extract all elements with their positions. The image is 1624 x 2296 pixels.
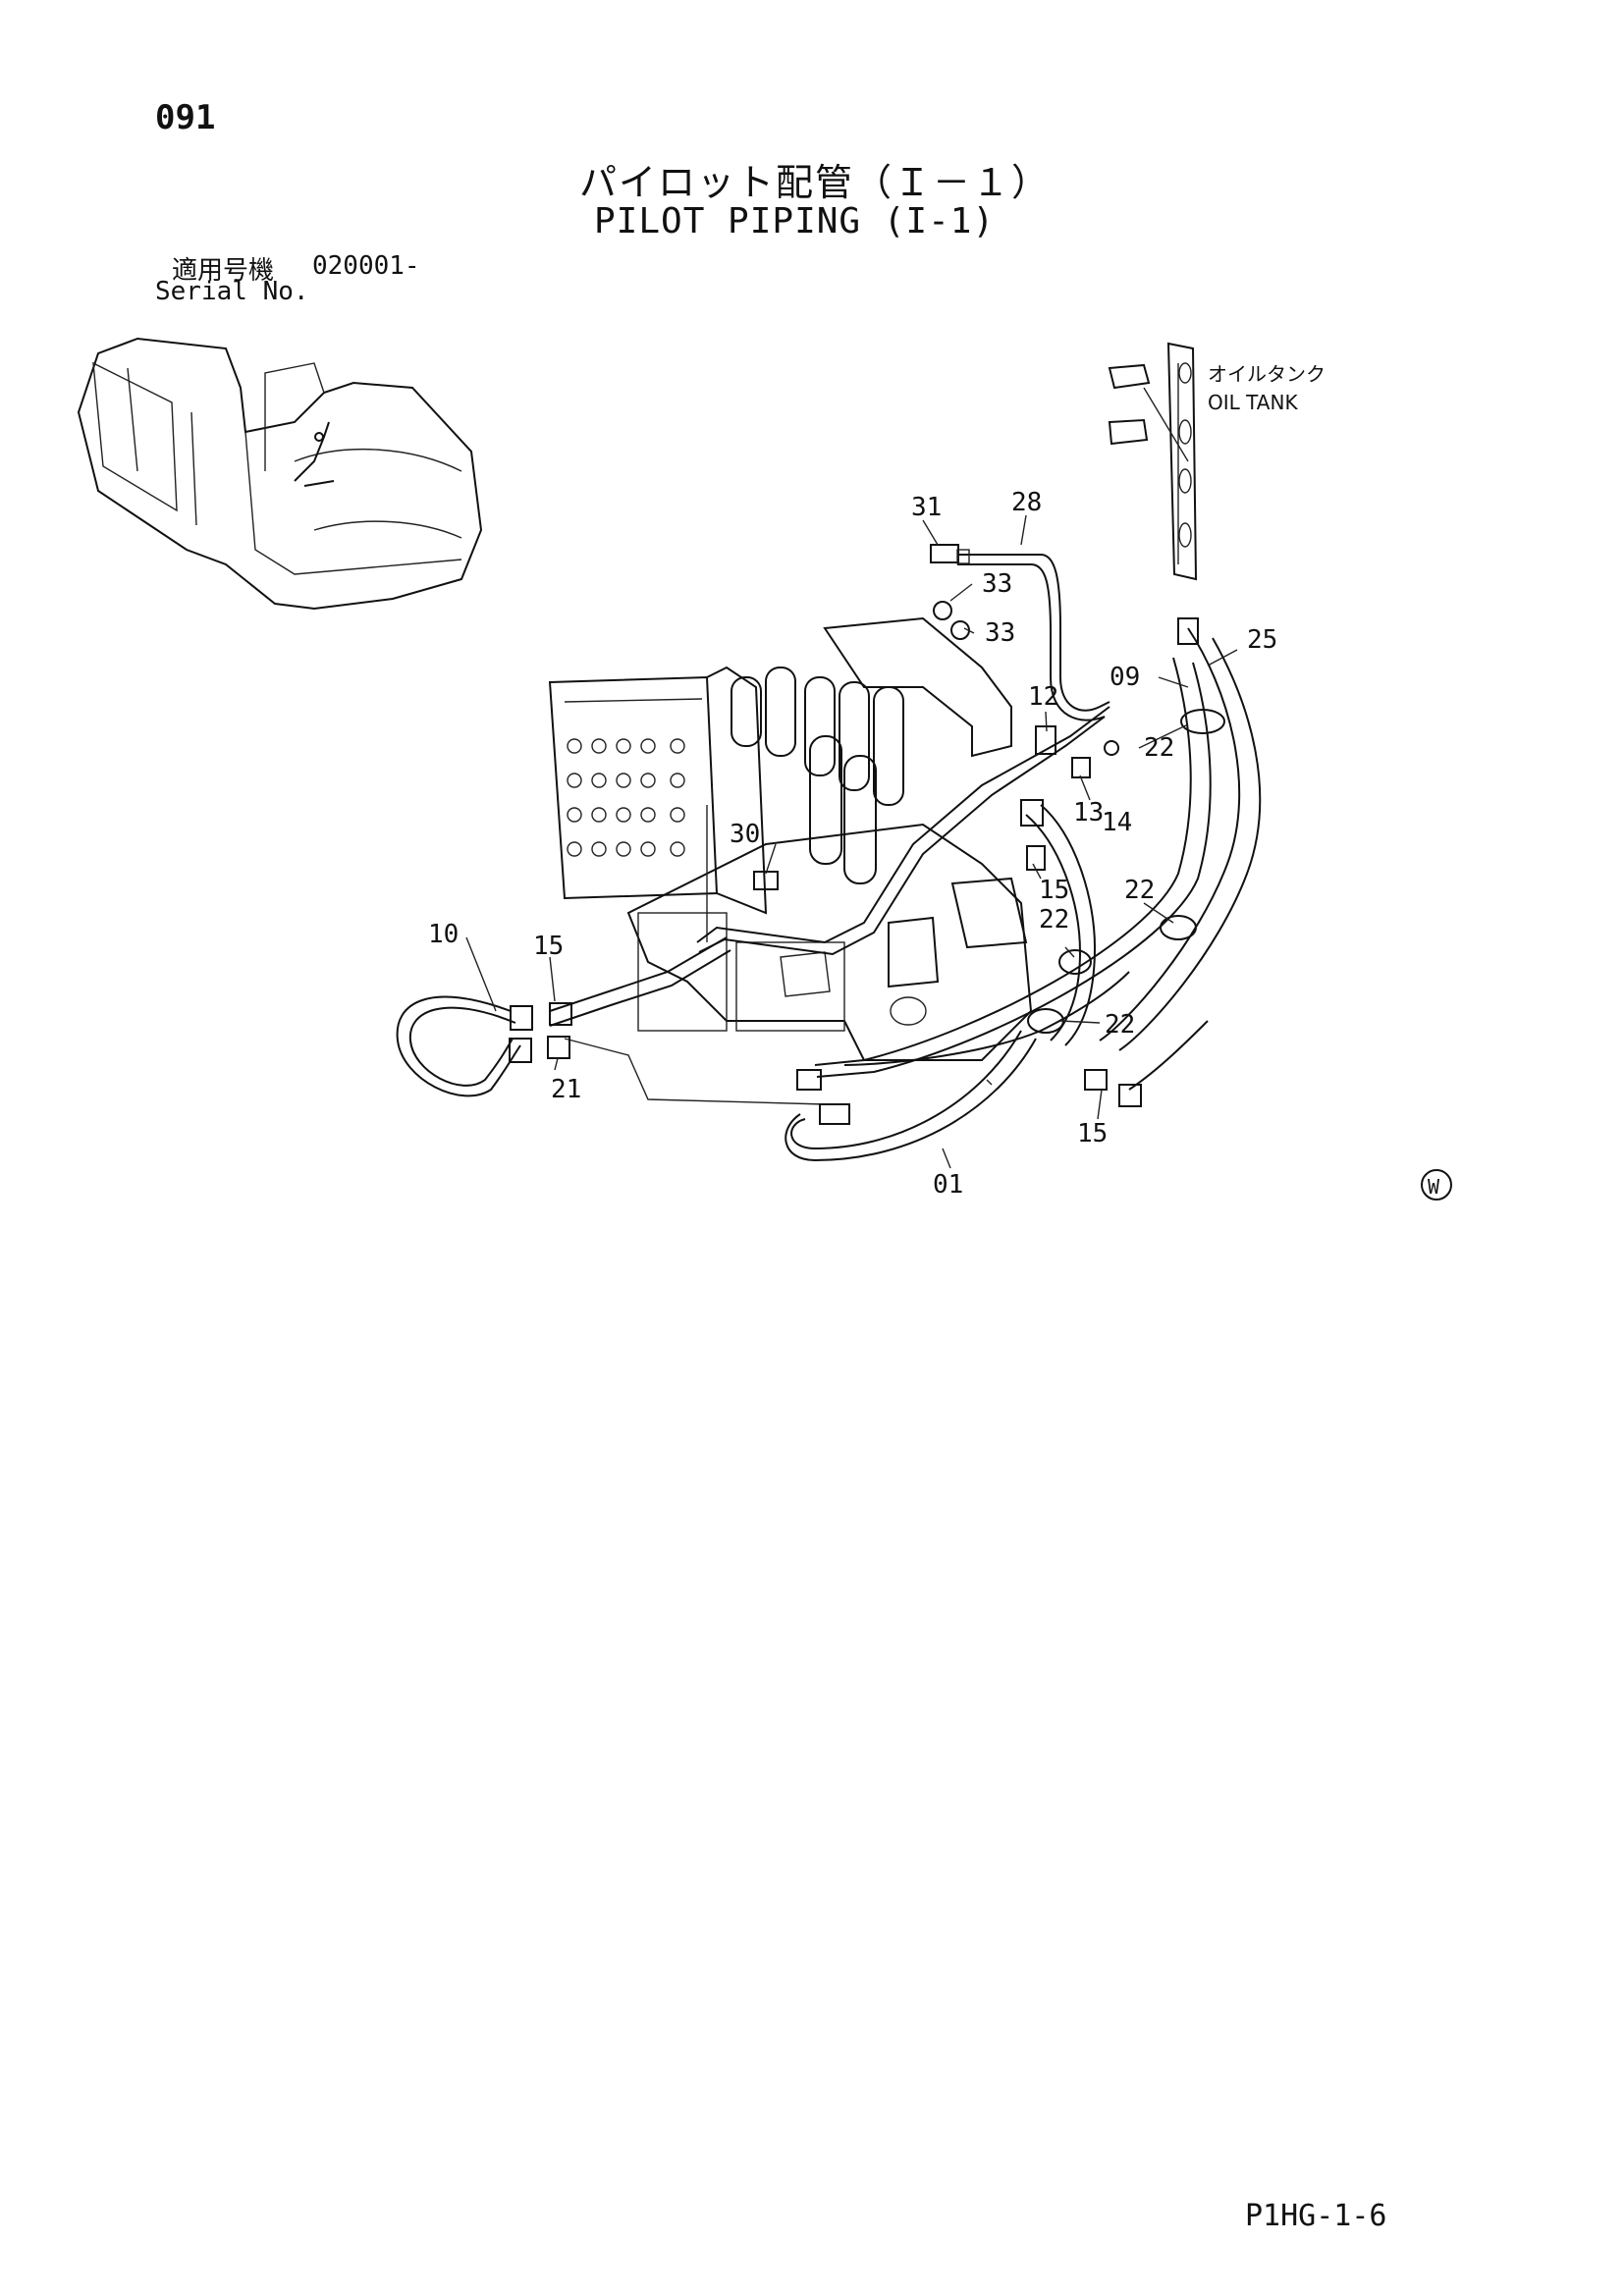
- oil-tank-bracket: [1108, 342, 1198, 581]
- excavator-overview-illustration: [77, 337, 483, 611]
- callout-33: 33: [982, 569, 1012, 599]
- callout-30: 30: [730, 820, 760, 849]
- oil-tank-label-en: OIL TANK: [1208, 391, 1298, 414]
- callout-labels: 31 28 33 33 25 09 12 22 13 14 30 15 22 2…: [428, 362, 1326, 1200]
- serial-value: 020001-: [312, 251, 420, 281]
- callout-31: 31: [911, 493, 942, 522]
- callout-25: 25: [1247, 625, 1277, 655]
- callout-15: 15: [1077, 1119, 1108, 1148]
- page-number: 091: [155, 98, 216, 137]
- callout-21: 21: [551, 1075, 581, 1104]
- pilot-hoses: [396, 554, 1262, 1162]
- callout-01: 01: [933, 1170, 963, 1200]
- callout-14: 14: [1102, 808, 1132, 837]
- callout-15: 15: [533, 932, 564, 961]
- control-valve-assembly: [548, 616, 1033, 1061]
- callout-12: 12: [1028, 682, 1058, 712]
- callout-22: 22: [1124, 876, 1155, 905]
- callout-22: 22: [1144, 733, 1174, 763]
- serial-label-en: Serial No.: [155, 277, 309, 306]
- callout-28: 28: [1011, 488, 1042, 517]
- page-title-en: PILOT PIPING (I-1): [594, 201, 996, 241]
- callout-15: 15: [1039, 876, 1069, 905]
- callout-10: 10: [428, 920, 459, 949]
- svg-text:W: W: [1428, 1175, 1440, 1199]
- callout-22: 22: [1039, 905, 1069, 934]
- callout-09: 09: [1110, 663, 1140, 692]
- serial-label-jp: 適用号機: [172, 256, 275, 286]
- oil-tank-label-jp: オイルタンク: [1208, 362, 1326, 386]
- callout-13: 13: [1073, 798, 1104, 828]
- fittings: [509, 544, 1225, 1125]
- callout-22: 22: [1105, 1010, 1135, 1040]
- drawing-code: P1HG-1-6: [1245, 2199, 1387, 2233]
- callout-33: 33: [985, 618, 1015, 648]
- page-title-jp: パイロット配管（Ｉ－１）: [579, 161, 1052, 204]
- w-mark: W: [1421, 1169, 1452, 1201]
- callout-leaders: [465, 514, 1238, 1169]
